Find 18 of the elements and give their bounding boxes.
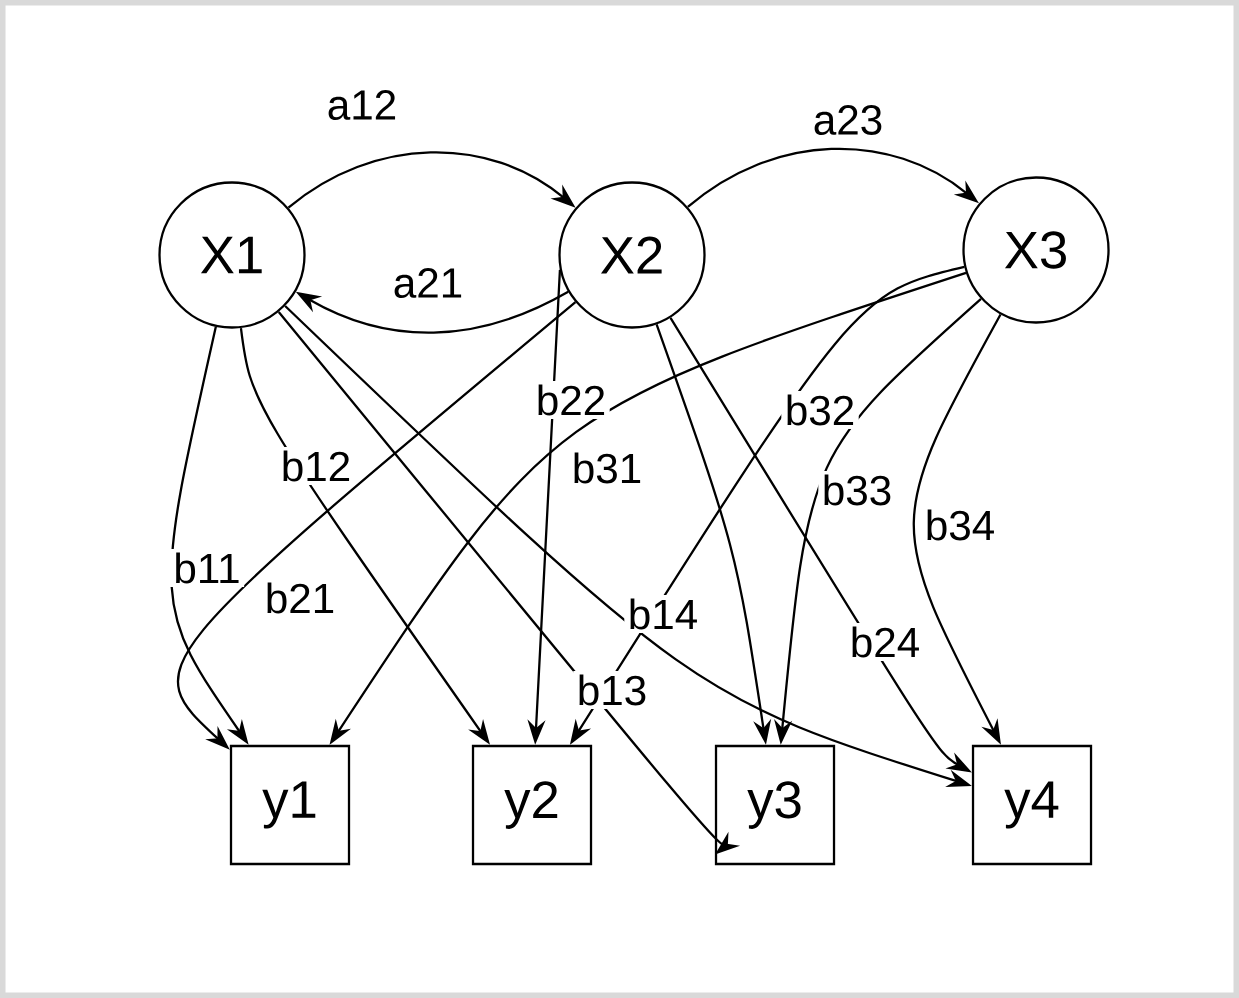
observation-box: y3 xyxy=(714,744,836,866)
edge-label: a21 xyxy=(389,264,467,302)
edge-label: b33 xyxy=(818,471,896,509)
edge-label: a23 xyxy=(809,101,887,139)
edge-label: a12 xyxy=(323,86,401,124)
edge-label: b22 xyxy=(532,381,610,419)
edge-label: b32 xyxy=(781,391,859,429)
edge-label: b13 xyxy=(573,671,651,709)
observation-box: y4 xyxy=(971,744,1093,866)
edge-label: b34 xyxy=(921,506,999,544)
edge-label: b14 xyxy=(624,595,702,633)
edge-label: b31 xyxy=(568,449,646,487)
edge-label: b12 xyxy=(277,447,355,485)
observation-box: y1 xyxy=(229,744,351,866)
edge-label: b24 xyxy=(846,623,924,661)
edge-label: b11 xyxy=(169,549,245,587)
observation-box: y2 xyxy=(471,744,593,866)
edge-label: b21 xyxy=(261,579,339,617)
